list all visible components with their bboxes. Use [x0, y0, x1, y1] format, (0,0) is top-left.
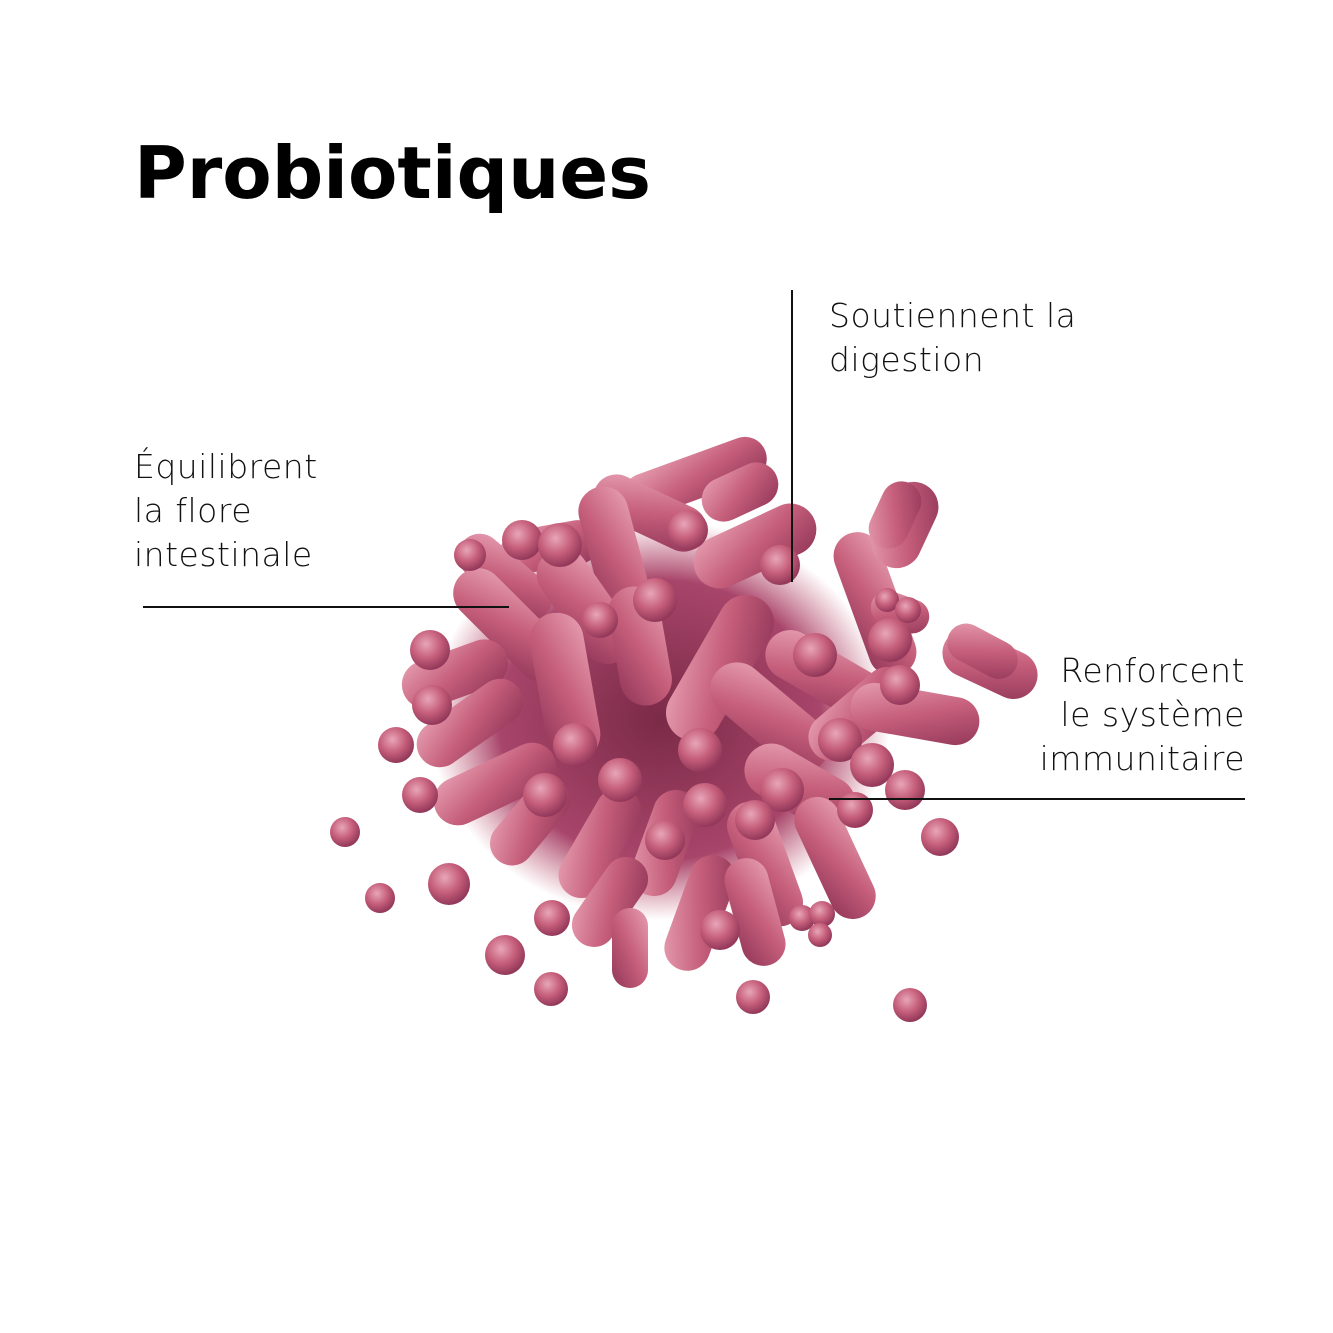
- leader-line-flora: [143, 606, 509, 608]
- benefit-label-immunity: Renforcent le système immunitaire: [1040, 649, 1245, 781]
- benefit-label-digestion: Soutiennent la digestion: [829, 294, 1076, 382]
- benefit-label-line: Équilibrent: [134, 447, 318, 486]
- page-title: Probiotiques: [134, 131, 652, 215]
- bacteria-rods: [401, 436, 1038, 988]
- benefit-label-line: la flore: [134, 491, 253, 530]
- benefit-label-line: immunitaire: [1039, 739, 1245, 778]
- leader-line-immunity: [829, 798, 1245, 800]
- leader-line-digestion: [791, 290, 793, 582]
- benefit-label-line: Renforcent: [1060, 651, 1245, 690]
- benefit-label-line: digestion: [829, 340, 985, 379]
- benefit-label-line: intestinale: [134, 535, 313, 574]
- bacteria-spheres: [330, 510, 959, 1022]
- benefit-label-line: Soutiennent la: [829, 296, 1077, 335]
- benefit-label-flora: Équilibrent la flore intestinale: [134, 445, 318, 577]
- benefit-label-line: le système: [1060, 695, 1245, 734]
